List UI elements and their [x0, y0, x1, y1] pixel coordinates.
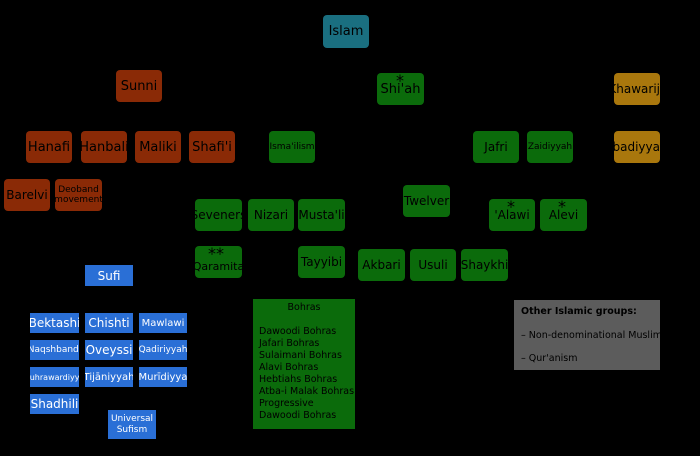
bohras-item: Jafari Bohras — [259, 338, 320, 349]
universal-sufism-node: Universal Sufism — [108, 410, 156, 439]
sufi-order-naqshbandi: Naqshbandi — [30, 340, 79, 360]
alawi-node: 'Alawi — [489, 199, 535, 231]
shia-group-ismailism: Isma'ilism — [269, 131, 315, 163]
bohras-box: Bohras Dawoodi Bohras Jafari Bohras Sula… — [253, 299, 355, 429]
khawarij-node: Khawarij — [614, 73, 660, 105]
ismaili-nizari: Nizari — [248, 199, 294, 231]
sufi-order-chishti: Chishti — [85, 313, 133, 333]
other-groups-box: Other Islamic groups: – Non-denomination… — [514, 300, 660, 370]
islam-node: Islam — [323, 15, 369, 48]
sunni-school-hanafi: Hanafi — [26, 131, 72, 163]
twelver-school-usuli: Usuli — [410, 249, 456, 281]
tayyibi-node: Tayyibi — [298, 246, 345, 278]
movement-deoband: Deoband movement — [55, 179, 102, 211]
bohras-item: Progressive Dawoodi Bohras — [259, 398, 337, 421]
qaramita-node: Qaramita — [195, 246, 242, 278]
sufi-order-mawlawi: Mawlawi — [139, 313, 187, 333]
movement-barelvi: Barelvi — [4, 179, 50, 211]
shia-group-jafri: Jafri — [473, 131, 519, 163]
shia-label: Shi'ah — [380, 81, 421, 97]
twelver-school-akbari: Akbari — [358, 249, 405, 281]
sufi-order-qadiriyyah: Qadiriyyah — [139, 340, 187, 360]
bohras-item: Hebtiahs Bohras — [259, 374, 338, 385]
bohras-item: Alavi Bohras — [259, 362, 319, 373]
ibadiyya-node: Ibadiyya — [614, 131, 660, 163]
sufi-order-muridiyya: Murīdiyya — [139, 367, 187, 387]
other-group-item: – Non-denominational Muslims — [521, 330, 660, 341]
ismaili-mustali: Musta'li — [298, 199, 345, 231]
bohras-title: Bohras — [287, 302, 321, 313]
other-group-item: – Qur'anism — [521, 353, 578, 364]
sufi-order-bektashi: Bektashi — [30, 313, 79, 333]
alevi-node: Alevi — [540, 199, 587, 231]
sunni-school-maliki: Maliki — [135, 131, 181, 163]
twelver-school-shaykhi: Shaykhi — [461, 249, 508, 281]
sunni-school-hanbali: Hanbali — [81, 131, 127, 163]
alawi-star-marker: * — [507, 197, 515, 216]
sufi-order-suhrawardiyya: Suhrawardiyya — [30, 367, 79, 387]
sufi-order-oveyssi: Oveyssi — [85, 340, 133, 360]
sunni-node: Sunni — [116, 70, 162, 102]
sufi-order-shadhili: Shadhili — [30, 394, 79, 414]
bohras-item: Sulaimani Bohras — [259, 350, 342, 361]
other-groups-heading: Other Islamic groups: — [521, 306, 637, 317]
sunni-school-shafii: Shafi'i — [189, 131, 235, 163]
shia-group-zaidiyyah: Zaidiyyah — [527, 131, 573, 163]
bohras-item: Dawoodi Bohras — [259, 326, 337, 337]
sufi-order-tijaniyyah: Tijāniyyah — [85, 367, 133, 387]
sufi-node: Sufi — [85, 265, 133, 286]
shia-node: Shi'ah — [377, 73, 424, 105]
qaramita-double-star-marker: ** — [208, 244, 224, 263]
shia-star-marker: * — [396, 71, 404, 90]
alevi-star-marker: * — [558, 197, 566, 216]
ismaili-seveners: Seveners — [195, 199, 242, 231]
twelver-node: Twelver — [403, 185, 450, 217]
bohras-item: Atba-i Malak Bohras — [259, 386, 355, 397]
